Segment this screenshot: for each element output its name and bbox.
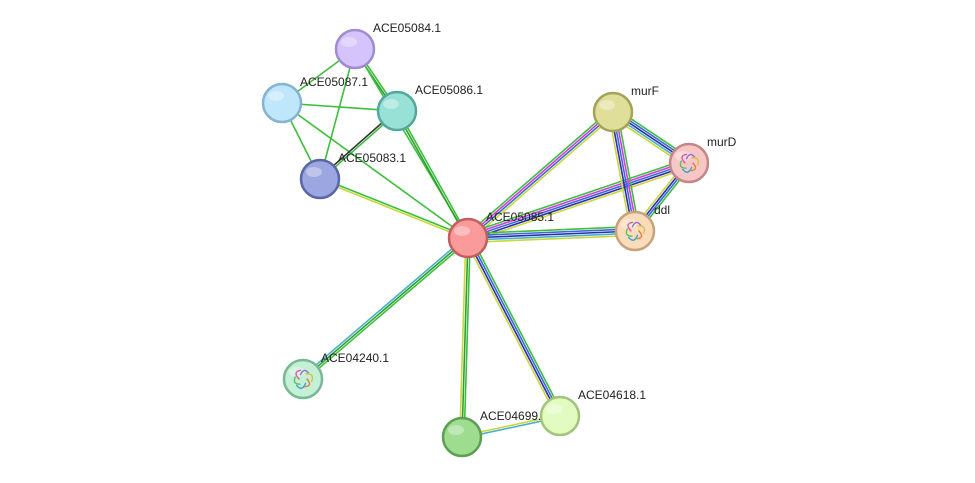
node-label: ACE05086.1	[415, 83, 483, 97]
node-label: ACE04618.1	[578, 388, 646, 402]
edge-evidence-line	[467, 225, 635, 235]
edge-evidence-line	[468, 164, 690, 241]
node-label: murD	[707, 135, 737, 149]
node-highlight	[383, 99, 399, 109]
node-highlight	[341, 37, 357, 47]
node-murf[interactable]: murF	[592, 84, 659, 133]
node-ace05087-1[interactable]: ACE05087.1	[261, 75, 368, 124]
node-circle[interactable]	[447, 217, 489, 259]
node-label: ACE05087.1	[300, 75, 368, 89]
edge-evidence-line	[301, 235, 468, 378]
node-circle[interactable]	[261, 82, 303, 124]
node-highlight	[454, 226, 470, 236]
node-ace05085-1[interactable]: ACE05085.1	[447, 210, 554, 259]
edge-ace05084-1-ace05083-1[interactable]	[319, 48, 356, 180]
edge-evidence-line	[467, 228, 635, 237]
edge-evidence-line	[319, 179, 468, 240]
edge-evidence-line	[466, 238, 560, 417]
node-ace05084-1[interactable]: ACE05084.1	[334, 21, 441, 70]
edge-evidence-line	[467, 162, 690, 239]
nodes-layer: ACE05084.1ACE05087.1ACE05086.1ACE05083.1…	[261, 21, 737, 458]
node-circle[interactable]	[299, 158, 341, 200]
node-highlight	[546, 404, 562, 414]
edge-ace05085-1-ace04240-1[interactable]	[301, 235, 470, 382]
edge-ace05085-1-murd[interactable]	[466, 158, 691, 243]
edge-evidence-line	[469, 166, 691, 243]
edge-evidence-line	[468, 232, 636, 241]
node-ace04618-1[interactable]: ACE04618.1	[539, 388, 646, 437]
edge-evidence-line	[395, 111, 468, 239]
node-highlight	[268, 91, 284, 101]
edge-evidence-line	[320, 177, 469, 238]
edge-ace05085-1-murf[interactable]	[465, 108, 616, 242]
node-circle[interactable]	[282, 358, 324, 400]
edge-evidence-line	[461, 237, 469, 438]
node-highlight	[306, 167, 322, 177]
node-ace04699-1[interactable]: ACE04699.1	[441, 409, 548, 458]
edge-ace05085-1-ddl[interactable]	[467, 225, 636, 244]
edge-evidence-line	[467, 230, 636, 239]
edge-evidence-line	[469, 113, 616, 242]
edge-evidence-line	[303, 239, 470, 382]
node-ace04240-1[interactable]: ACE04240.1	[282, 351, 389, 400]
node-label: ACE04699.1	[480, 409, 548, 423]
edge-evidence-line	[467, 160, 689, 237]
node-circle[interactable]	[614, 210, 656, 252]
edge-evidence-line	[466, 110, 613, 238]
edge-evidence-line	[463, 238, 471, 438]
node-highlight	[448, 425, 464, 435]
node-label: ACE05083.1	[338, 151, 406, 165]
node-label: ddl	[654, 203, 670, 217]
edge-evidence-line	[281, 102, 469, 239]
edge-evidence-line	[468, 112, 615, 240]
edge-evidence-line	[468, 234, 636, 244]
node-label: ACE05085.1	[486, 210, 554, 224]
node-circle[interactable]	[334, 28, 376, 70]
edge-ace05085-1-ace04699-1[interactable]	[459, 237, 471, 438]
edge-ace05086-1-ace05085-1[interactable]	[395, 110, 470, 239]
protein-structure-icon	[625, 221, 646, 241]
edge-evidence-line	[302, 237, 469, 380]
edge-evidence-line	[470, 236, 564, 415]
node-circle[interactable]	[668, 142, 710, 184]
node-ace05083-1[interactable]: ACE05083.1	[299, 151, 406, 200]
node-circle[interactable]	[441, 416, 483, 458]
edge-ace05085-1-ace04618-1[interactable]	[464, 236, 564, 418]
edge-evidence-line	[610, 112, 634, 232]
edge-evidence-line	[616, 111, 641, 231]
node-ace05086-1[interactable]: ACE05086.1	[376, 83, 483, 132]
edge-evidence-line	[614, 111, 638, 231]
node-highlight	[599, 100, 615, 110]
node-label: ACE04240.1	[321, 351, 389, 365]
protein-structure-icon	[293, 369, 314, 389]
protein-structure-icon	[679, 153, 700, 173]
node-ddl[interactable]: ddl	[614, 203, 670, 252]
edge-evidence-line	[465, 108, 612, 237]
node-label: ACE05084.1	[373, 21, 441, 35]
node-circle[interactable]	[539, 395, 581, 437]
edge-evidence-line	[397, 110, 470, 238]
edge-ace05087-1-ace05085-1[interactable]	[281, 102, 469, 239]
edge-evidence-line	[464, 239, 558, 418]
node-label: murF	[631, 84, 659, 98]
edge-evidence-line	[607, 112, 632, 232]
edge-evidence-line	[466, 158, 688, 235]
node-circle[interactable]	[592, 91, 634, 133]
edge-evidence-line	[459, 237, 467, 437]
edge-evidence-line	[468, 237, 562, 416]
node-murd[interactable]: murD	[668, 135, 737, 184]
edge-ace05083-1-ace05085-1[interactable]	[319, 177, 469, 240]
edge-evidence-line	[319, 48, 356, 180]
node-circle[interactable]	[376, 90, 418, 132]
